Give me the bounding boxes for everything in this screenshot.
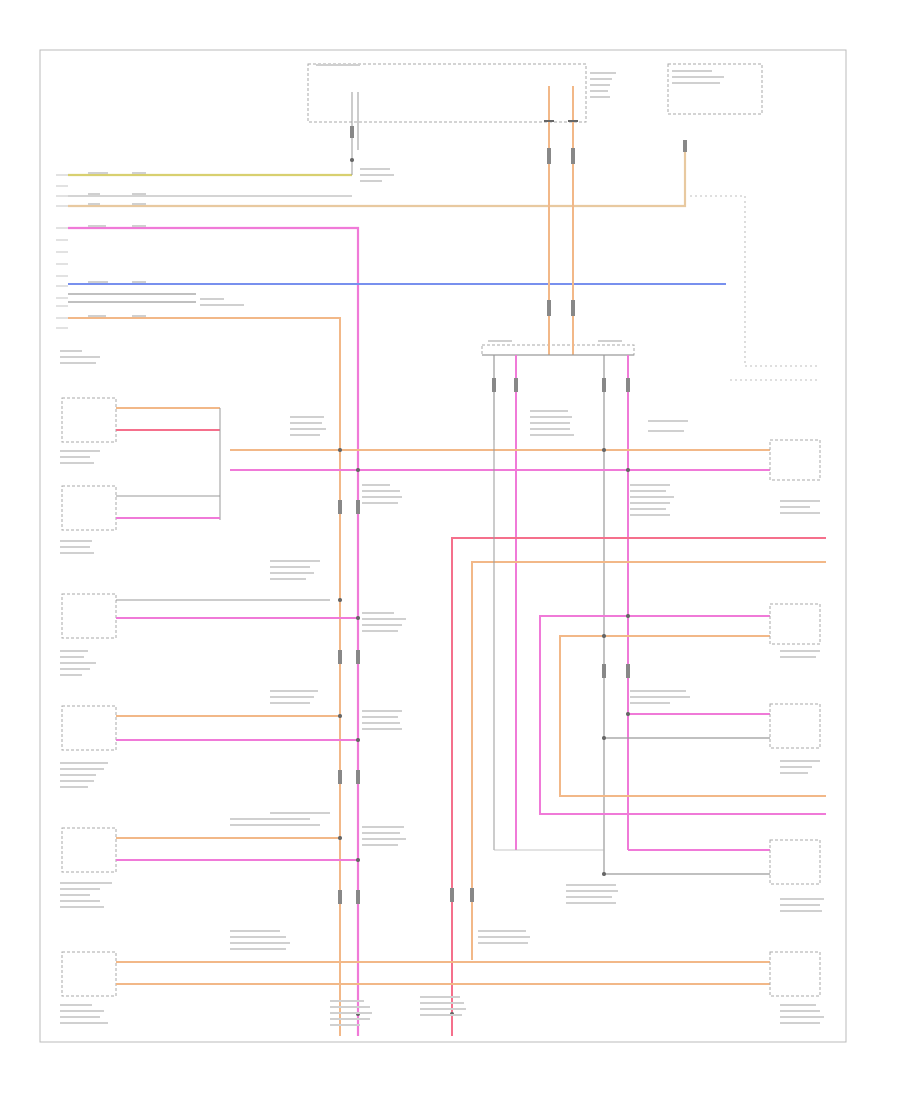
splice-top-1 [544, 120, 554, 122]
left-connector-pins [56, 174, 68, 329]
wire-pink-right-loop [539, 615, 826, 815]
wire-tan-top [68, 150, 687, 208]
wire-tan-right-loop [559, 635, 826, 797]
left-component-3 [61, 593, 358, 639]
wire-pink-main [68, 226, 360, 1036]
right-component-5 [769, 951, 821, 997]
left-component-2 [61, 485, 220, 531]
left-component-5 [61, 827, 358, 873]
wire-red-long [451, 537, 826, 1036]
inline-connector-marks [338, 126, 687, 904]
diagram-frame [39, 49, 847, 1043]
wire-orange-long [471, 561, 826, 960]
right-component-4 [769, 839, 821, 885]
wire-dotted-right [690, 195, 820, 367]
module-body [481, 344, 635, 356]
right-component-2 [769, 603, 821, 645]
splice-points [338, 158, 630, 1016]
fuse-box-component [307, 63, 587, 123]
right-component-1 [769, 439, 821, 481]
left-component-6 [61, 951, 770, 997]
power-distribution-box [667, 63, 763, 115]
illegible-label-strips [60, 64, 824, 1026]
wire-orange-main [68, 317, 341, 1036]
left-component-1 [61, 397, 221, 520]
right-component-3 [769, 703, 821, 749]
left-component-4 [61, 705, 358, 751]
splice-top-2 [568, 120, 578, 122]
